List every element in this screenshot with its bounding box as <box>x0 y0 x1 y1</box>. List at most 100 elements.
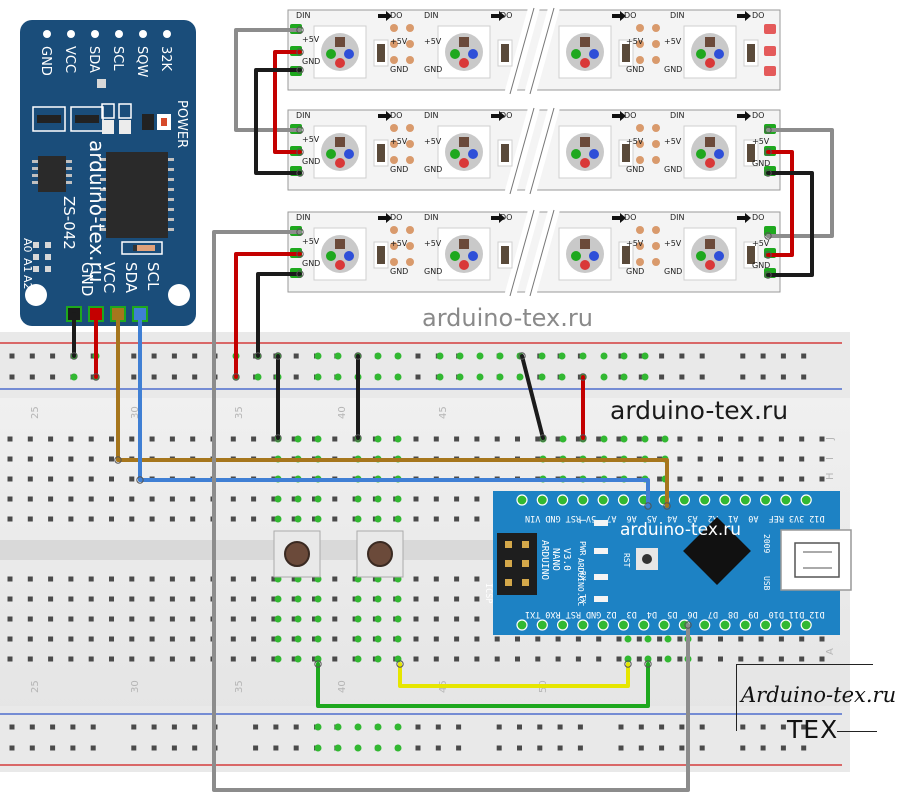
rtc-diode <box>121 241 163 255</box>
nano-pin-label: A6 <box>627 513 637 523</box>
rtc-pin-label: GND <box>78 262 96 296</box>
breadboard-hole <box>109 476 114 482</box>
nano-name: V3.0 <box>561 548 572 571</box>
breadboard-hole <box>68 496 74 502</box>
strip-pin-label: DO <box>390 213 402 222</box>
breadboard-hole <box>413 616 419 622</box>
rail-hole <box>801 724 807 730</box>
direction-arrow <box>491 213 505 223</box>
rtc-pin-label: VCC <box>100 262 118 293</box>
breadboard-hole <box>251 516 257 522</box>
wire-end <box>764 169 772 177</box>
breadboard-hole <box>697 476 703 482</box>
wire-end <box>684 621 692 629</box>
breadboard-hole <box>515 436 520 442</box>
nano-reset-button[interactable] <box>636 548 658 570</box>
eeprom-chip <box>32 156 72 192</box>
breadboard-hole <box>88 596 94 602</box>
rail-hole <box>131 353 137 359</box>
brand-logo: Arduino-tex.ru TEX <box>736 664 896 744</box>
rtc-pin-label: VCC <box>62 46 77 73</box>
active-hole <box>314 635 322 643</box>
nano-top-pin <box>597 494 609 506</box>
breadboard-hole <box>778 656 784 662</box>
active-hole <box>476 352 484 360</box>
active-hole <box>436 352 444 360</box>
rtc-mount-hole <box>25 284 47 306</box>
breadboard-hole <box>819 436 825 442</box>
breadboard-hole <box>129 496 135 502</box>
active-hole <box>374 595 382 603</box>
active-hole <box>314 373 322 381</box>
strip-pin-label: +5V <box>302 35 320 44</box>
rail-hole <box>50 374 56 380</box>
strip-pin-label: +5V <box>390 37 408 46</box>
strip-pin-label: DO <box>390 111 402 120</box>
breadboard-hole <box>88 516 94 522</box>
wire-strip-gnd-loop-r <box>766 171 814 277</box>
wire-end <box>296 169 304 177</box>
push-button-1[interactable] <box>273 530 321 578</box>
watermark-breadboard: arduino-tex.ru <box>610 396 789 425</box>
strip-pin-label: GND <box>302 157 320 166</box>
breadboard-hole <box>413 596 419 602</box>
breadboard-hole <box>190 516 196 522</box>
nano-top-pin <box>516 494 528 506</box>
breadboard-hole <box>109 636 114 642</box>
mini-usb-port[interactable] <box>780 529 852 591</box>
rail-hole <box>537 745 543 751</box>
rail-hole <box>537 724 543 730</box>
breadboard-hole <box>7 616 13 622</box>
solder-pads <box>636 226 660 266</box>
breadboard-hole <box>636 436 642 442</box>
wire-end <box>579 434 587 442</box>
breadboard-hole <box>129 656 135 662</box>
nano-top-pin <box>699 494 711 506</box>
strip-pin-label: GND <box>424 165 442 174</box>
nano-pin-label: D9 <box>748 609 758 619</box>
strip-pin-label: DIN <box>296 213 311 222</box>
breadboard-hole <box>7 596 13 602</box>
breadboard-hole <box>48 476 54 482</box>
direction-arrow <box>737 213 751 223</box>
rtc-addr-pads <box>33 242 51 272</box>
active-hole <box>294 655 302 663</box>
rail-hole <box>273 724 279 730</box>
active-hole <box>294 635 302 643</box>
breadboard-hole <box>332 496 338 502</box>
breadboard-hole <box>454 636 460 642</box>
active-hole <box>558 373 566 381</box>
icsp-label: ICSP <box>483 583 493 603</box>
breadboard-hole <box>433 656 439 662</box>
nano-top-pin <box>759 494 772 506</box>
wire-end <box>232 373 240 381</box>
col-number: 30 <box>130 406 141 419</box>
breadboard-hole <box>271 636 277 642</box>
rtc-pin-label: SDA <box>122 262 140 294</box>
push-button-2[interactable] <box>356 530 404 578</box>
breadboard-hole <box>575 656 581 662</box>
active-hole <box>374 615 382 623</box>
rail-hole <box>638 353 644 359</box>
rail-hole <box>253 724 259 730</box>
active-hole <box>394 615 402 623</box>
active-hole <box>600 435 608 443</box>
col-number: 25 <box>30 680 41 693</box>
breadboard-hole <box>575 436 581 442</box>
strip-pin-label: DO <box>752 111 764 120</box>
breadboard-hole <box>718 636 723 642</box>
breadboard-hole <box>48 456 54 462</box>
breadboard-hole <box>413 576 419 582</box>
strip-pin-label: +5V <box>626 37 644 46</box>
active-hole <box>394 723 402 731</box>
breadboard-hole <box>291 516 297 522</box>
rail-hole <box>618 745 624 751</box>
wire-end <box>764 148 772 156</box>
row-letter: H <box>825 472 836 480</box>
wire-strip-din <box>212 230 690 792</box>
breadboard-hole <box>7 436 13 442</box>
breadboard-hole <box>291 636 297 642</box>
breadboard-hole <box>494 656 500 662</box>
